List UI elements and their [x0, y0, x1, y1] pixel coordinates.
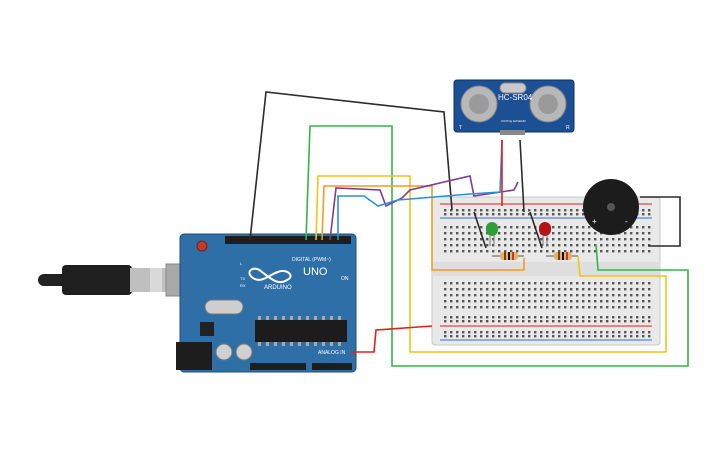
wire-black-sensor: [519, 139, 525, 213]
resistor-green-led[interactable]: [492, 252, 524, 260]
sensor-side-left: T: [459, 125, 462, 131]
arduino-uno-board[interactable]: UNO ARDUINO DIGITAL (PWM~) ANALOG IN ON …: [176, 233, 357, 373]
resistor-red-led[interactable]: [546, 252, 578, 260]
digital-header-label: DIGITAL (PWM~): [292, 257, 331, 263]
wire-yellow: [315, 175, 667, 353]
sensor-side-right: R: [566, 125, 570, 131]
piezo-buzzer[interactable]: + -: [583, 179, 639, 235]
led-green[interactable]: [486, 222, 498, 246]
on-led-label: ON: [341, 276, 349, 282]
wire-black-led-left: [473, 211, 487, 249]
wire-black-gnd: [249, 91, 453, 241]
sensor-pin-echo: Echo: [513, 119, 520, 123]
analog-header-label: ANALOG IN: [318, 350, 346, 356]
wires: [249, 91, 689, 367]
wire-red-arduino: [350, 325, 433, 353]
buzzer-plus: +: [592, 217, 597, 226]
ultrasonic-sensor[interactable]: HC-SR04 T R VCC Trig Echo GND: [453, 79, 575, 135]
wire-black-led-right: [529, 211, 543, 249]
sensor-pin-vcc: VCC: [501, 119, 508, 123]
breadboard-holes: [444, 209, 651, 338]
sensor-pin-gnd: GND: [519, 119, 527, 123]
wire-blue: [337, 139, 503, 240]
board-name: UNO: [303, 266, 328, 278]
sensor-model-label: HC-SR04: [498, 93, 533, 102]
led-red[interactable]: [539, 222, 551, 246]
wire-green: [305, 125, 689, 367]
sensor-pin-trig: Trig: [507, 119, 512, 123]
wire-black-buzzer: [640, 196, 681, 247]
l-led-label: L: [240, 261, 243, 266]
brand-label: ARDUINO: [264, 285, 292, 291]
wire-orange: [321, 185, 525, 271]
tx-led-label: TX: [240, 276, 245, 281]
buzzer-minus: -: [625, 217, 628, 226]
rx-led-label: RX: [240, 283, 246, 288]
